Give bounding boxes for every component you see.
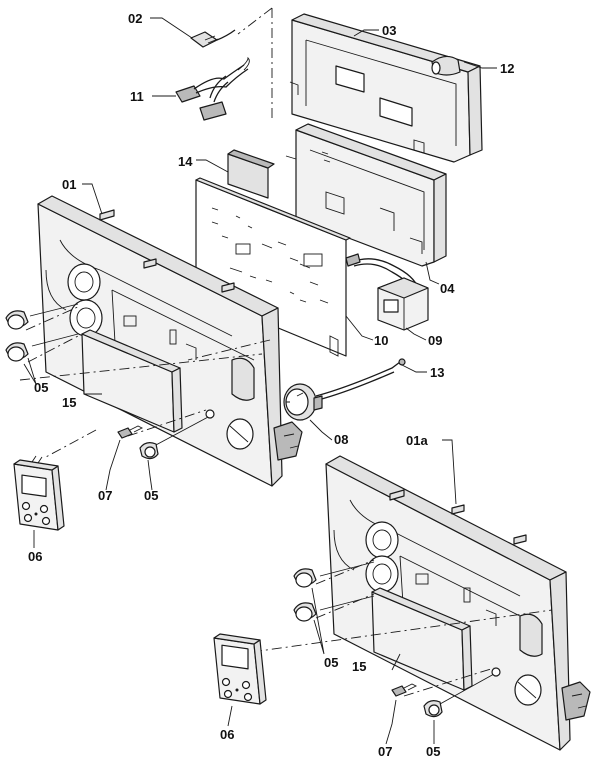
callout-05-left: 05 [34, 380, 48, 395]
part-02-plug-connector [190, 29, 236, 48]
callout-01a: 01a [406, 433, 428, 448]
part-03-rear-cover [289, 13, 483, 163]
part-05-knobs-lower [293, 561, 375, 622]
callout-05-bottom: 05 [426, 744, 440, 759]
callout-11: 11 [130, 89, 144, 104]
part-14-bracket [227, 149, 275, 199]
part-11-wiring-harness [175, 56, 250, 121]
part-08-gauge [283, 383, 323, 421]
callout-13: 13 [430, 365, 444, 380]
callout-01: 01 [62, 177, 76, 192]
part-06-display-unit-right [213, 633, 267, 705]
center-line-top [237, 7, 273, 120]
part-09-transformer [345, 253, 429, 331]
callout-labels: 02 03 11 12 14 01 04 09 10 13 05 15 08 0… [28, 11, 514, 759]
callout-15-right: 15 [352, 659, 366, 674]
part-05-07-knob-screw-upper [117, 409, 215, 460]
callout-04: 04 [440, 281, 455, 296]
part-12-clip [431, 55, 461, 76]
callout-15-left: 15 [62, 395, 76, 410]
part-13-probe [315, 358, 406, 401]
callout-09: 09 [428, 333, 442, 348]
part-15-cover-plate-lower [371, 587, 473, 691]
callout-05-mid: 05 [144, 488, 158, 503]
callout-06-left: 06 [28, 549, 42, 564]
leader-lines [23, 17, 497, 745]
callout-07-left: 07 [98, 488, 112, 503]
callout-08: 08 [334, 432, 348, 447]
callout-14: 14 [178, 154, 193, 169]
part-04-inner-frame [285, 123, 447, 267]
callout-03: 03 [382, 23, 396, 38]
part-05-07-knob-screw-lower [391, 667, 501, 718]
part-05-knobs-left-upper [5, 303, 79, 362]
center-lines-upper [19, 305, 271, 459]
part-01a-control-panel [325, 455, 591, 751]
callout-10: 10 [374, 333, 388, 348]
callout-05-right: 05 [324, 655, 338, 670]
callout-12: 12 [500, 61, 514, 76]
callout-06-right: 06 [220, 727, 234, 742]
part-15-cover-plate-upper [81, 329, 183, 433]
part-10-circuit-board [195, 177, 351, 357]
part-06-display-unit-left [13, 455, 65, 531]
callout-02: 02 [128, 11, 142, 26]
callout-07-right: 07 [378, 744, 392, 759]
